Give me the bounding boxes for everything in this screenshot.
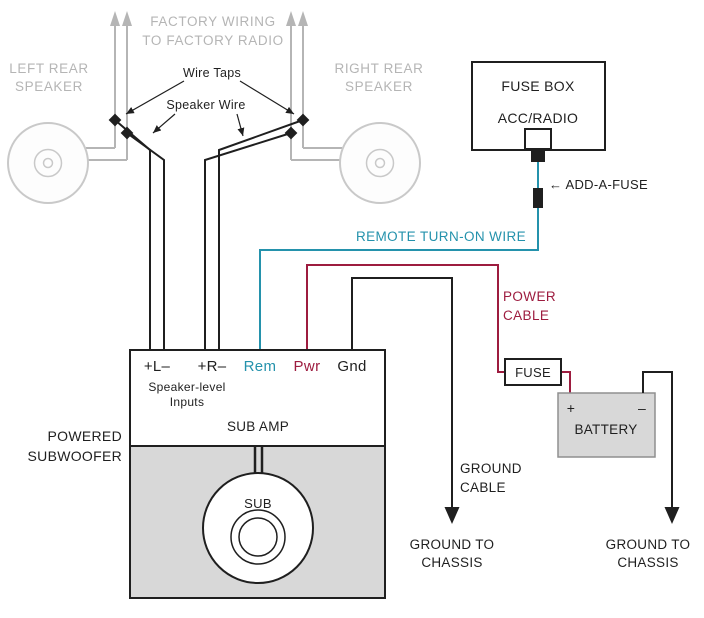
label-powered-subwoofer-line2: SUBWOOFER (28, 448, 122, 464)
label-factory-wiring-line2: TO FACTORY RADIO (142, 33, 283, 48)
speaker-wire-left-pos (114, 119, 151, 350)
terminal-power: Pwr (293, 358, 320, 375)
power-cable-fuse-to-battery (562, 371, 571, 394)
speaker-leads (86, 147, 342, 161)
left-rear-speaker (7, 122, 89, 204)
speaker-wire-left-neg (126, 132, 165, 350)
sub-cone-icon (230, 509, 286, 565)
label-ground-chassis-battery-line1: GROUND TO (606, 537, 691, 552)
label-speaker-wire: Speaker Wire (166, 98, 245, 112)
down-arrow-icon (444, 507, 460, 524)
wire-taps-pointer-left (125, 80, 185, 115)
speaker-icon (7, 122, 89, 204)
speaker-dustcap-icon (42, 157, 54, 169)
speaker-cone-icon (365, 148, 395, 178)
battery-ground-wire (642, 371, 673, 507)
speaker-cone-icon (33, 148, 63, 178)
terminal-remote: Rem (244, 358, 277, 375)
label-power-cable-line2: CABLE (503, 308, 549, 323)
label-fuse-box: FUSE BOX (501, 78, 575, 94)
terminal-left-input: +L– (144, 358, 171, 375)
add-a-fuse-holder (533, 188, 543, 208)
label-wire-taps: Wire Taps (183, 66, 241, 80)
fuse-box: FUSE BOX ACC/RADIO (471, 61, 606, 162)
label-factory-wiring-line1: FACTORY WIRING (150, 14, 275, 29)
up-arrow-icon (298, 11, 308, 26)
wire-taps (108, 113, 310, 140)
label-remote-turn-on-wire: REMOTE TURN-ON WIRE (356, 229, 526, 244)
label-ground-cable-line1: GROUND (460, 461, 522, 476)
fuse-slot (524, 128, 552, 150)
label-ground-chassis-battery-line2: CHASSIS (617, 555, 678, 570)
label-sub-amp: SUB AMP (227, 419, 289, 434)
fuse-outline (504, 358, 562, 386)
battery-outline (557, 392, 656, 458)
label-ground-chassis-amp-line2: CHASSIS (421, 555, 482, 570)
up-arrow-icon (286, 11, 296, 26)
powered-subwoofer: +L– +R– Rem Pwr Gnd Speaker-level Inputs… (129, 349, 386, 599)
label-left-speaker-line2: SPEAKER (15, 79, 83, 94)
speaker-wire-pointer-right (236, 113, 245, 137)
up-arrow-icon (110, 11, 120, 26)
speaker-wire-pointer-left (152, 113, 176, 134)
wire-taps-pointer-right (239, 80, 295, 115)
label-speaker-level-line1: Speaker-level (148, 380, 225, 394)
label-left-speaker-line1: LEFT REAR (9, 61, 88, 76)
terminal-ground: Gnd (337, 358, 366, 375)
add-a-fuse-plug (531, 149, 545, 162)
inline-fuse: FUSE (504, 358, 562, 386)
battery-minus-terminal: – (638, 400, 646, 416)
power-cable-amp-to-fuse (306, 264, 504, 373)
speaker-dustcap-icon (374, 157, 386, 169)
speaker-wires-to-amp (114, 119, 304, 350)
up-arrow-icon (122, 11, 132, 26)
label-right-speaker-line2: SPEAKER (345, 79, 413, 94)
terminal-right-input: +R– (198, 358, 227, 375)
speaker-icon (339, 122, 421, 204)
label-right-speaker-line1: RIGHT REAR (334, 61, 423, 76)
label-powered-subwoofer-line1: POWERED (48, 428, 122, 444)
label-sub: SUB (244, 496, 272, 511)
label-speaker-level-line2: Inputs (170, 395, 205, 409)
speaker-wire-right-pos (218, 119, 304, 350)
speaker-wire-right-neg (204, 132, 292, 350)
label-acc-radio: ACC/RADIO (498, 110, 579, 126)
label-ground-chassis-amp-line1: GROUND TO (410, 537, 495, 552)
sub-dustcap-icon (238, 517, 278, 557)
label-ground-cable-line2: CABLE (460, 480, 506, 495)
sub-driver-icon (202, 472, 314, 584)
down-arrow-icon (664, 507, 680, 524)
label-fuse: FUSE (515, 365, 551, 380)
amp-ground-wire (351, 277, 453, 507)
label-add-a-fuse: ← ADD-A-FUSE (549, 177, 648, 192)
battery-plus-terminal: + (567, 400, 575, 416)
right-rear-speaker (339, 122, 421, 204)
label-battery: BATTERY (574, 422, 637, 437)
label-power-cable-line1: POWER (503, 289, 556, 304)
battery: + – BATTERY (557, 392, 656, 458)
